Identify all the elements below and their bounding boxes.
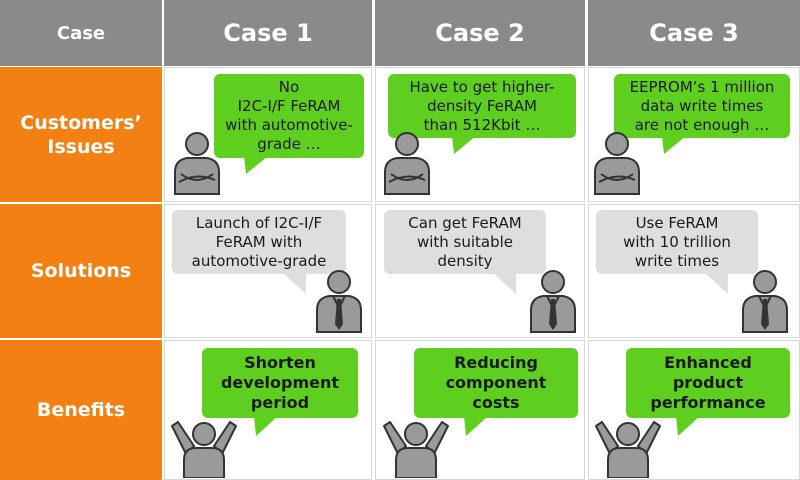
benefit-text-case-1: Shorten development period (220, 353, 340, 412)
person-arms-raised-icon (595, 421, 661, 478)
benefit-bubble-case-3: Enhanced product performance (626, 348, 790, 418)
customer-arms-crossed-icon (174, 132, 220, 195)
benefit-text-case-2: Reducing component costs (445, 353, 547, 412)
issue-text-case-2: Have to get higher- density FeRAM than 5… (409, 77, 555, 134)
case-2-header: Case 2 (375, 0, 585, 66)
row-label-benefits-text: Benefits (36, 399, 126, 421)
supplier-with-tie-icon (530, 270, 576, 333)
row-label-solutions-text: Solutions (30, 260, 132, 282)
issue-text-case-1: No I2C-I/F FeRAM with automotive- grade … (225, 78, 353, 153)
case-2-header-label: Case 2 (435, 19, 525, 47)
row-label-benefits: Benefits (0, 340, 162, 480)
issue-bubble-tail-case-3 (662, 136, 686, 154)
customer-arms-crossed-icon (384, 132, 430, 195)
solution-bubble-tail-case-1 (282, 272, 306, 294)
customer-arms-crossed-icon (594, 132, 640, 195)
corner-header-label: Case (56, 22, 106, 44)
benefit-bubble-case-1: Shorten development period (202, 348, 358, 418)
solution-bubble-case-1: Launch of I2C-I/F FeRAM with automotive-… (172, 210, 346, 274)
benefit-bubble-tail-case-2 (464, 416, 488, 436)
solution-bubble-tail-case-3 (704, 272, 728, 294)
person-arms-raised-icon (171, 421, 237, 478)
issue-bubble-case-3: EEPROM’s 1 million data write times are … (614, 74, 790, 138)
case-3-header-label: Case 3 (649, 19, 739, 47)
supplier-with-tie-icon (316, 270, 362, 333)
benefit-text-case-3: Enhanced product performance (650, 353, 766, 412)
case-3-header: Case 3 (588, 0, 800, 66)
benefit-bubble-tail-case-3 (676, 416, 700, 436)
supplier-with-tie-icon (742, 270, 788, 333)
solution-text-case-3: Use FeRAM with 10 trillion write times (623, 213, 731, 270)
issue-bubble-case-2: Have to get higher- density FeRAM than 5… (388, 74, 576, 138)
issue-bubble-case-1: No I2C-I/F FeRAM with automotive- grade … (214, 74, 364, 158)
solution-bubble-tail-case-2 (492, 272, 516, 294)
benefit-bubble-tail-case-1 (254, 416, 278, 436)
solution-bubble-case-2: Can get FeRAM with suitable density (384, 210, 546, 274)
issue-bubble-tail-case-2 (452, 136, 476, 154)
row-label-solutions: Solutions (0, 204, 162, 338)
row-label-issues: Customers’ Issues (0, 67, 162, 202)
solution-bubble-case-3: Use FeRAM with 10 trillion write times (596, 210, 758, 274)
corner-header: Case (0, 0, 162, 66)
case-1-header: Case 1 (164, 0, 372, 66)
issue-bubble-tail-case-1 (244, 156, 268, 174)
person-arms-raised-icon (383, 421, 449, 478)
row-label-issues-text: Customers’ Issues (20, 111, 142, 158)
case-1-header-label: Case 1 (223, 19, 313, 47)
issue-text-case-3: EEPROM’s 1 million data write times are … (629, 77, 775, 134)
solution-text-case-2: Can get FeRAM with suitable density (408, 213, 522, 270)
solution-text-case-1: Launch of I2C-I/F FeRAM with automotive-… (191, 213, 327, 270)
benefit-bubble-case-2: Reducing component costs (414, 348, 578, 418)
